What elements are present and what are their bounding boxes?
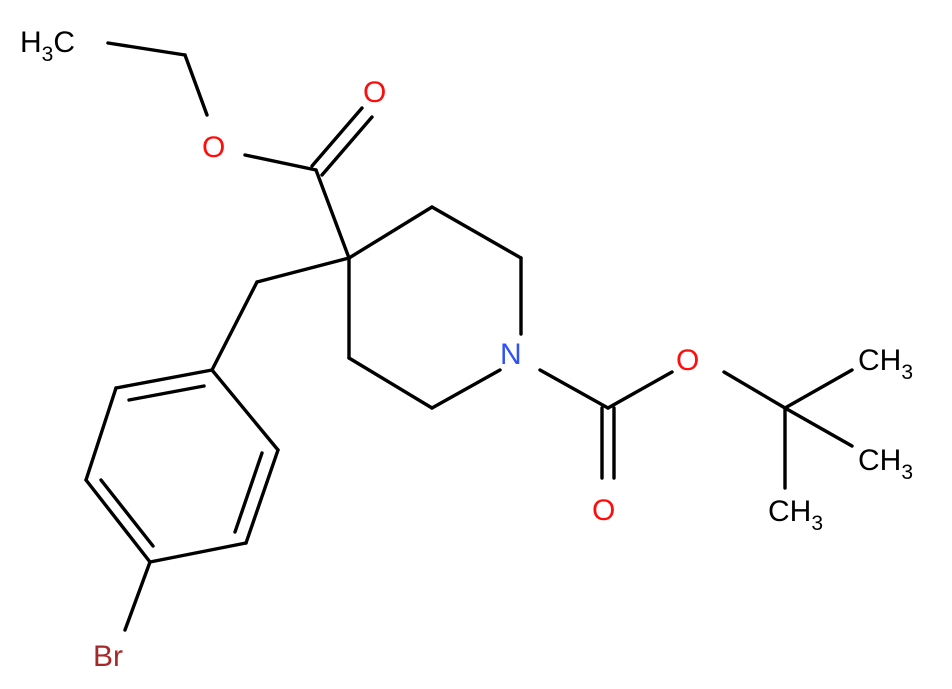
bond-tbu-me2: [783, 406, 854, 448]
bond-aryl-3-inner: [99, 478, 155, 548]
bond-ring-1: [347, 205, 434, 260]
atom-methyl-1-main: CH: [858, 344, 901, 377]
atom-carbonyl-oxygen-top: O: [363, 76, 386, 109]
atom-methyl-ethyl: H3C: [20, 26, 75, 66]
atom-carbonyl-oxygen-bottom: O: [592, 494, 615, 527]
atom-methyl-1-sub: 3: [901, 361, 913, 384]
atom-ester-oxygen: O: [202, 131, 225, 164]
atom-methyl-2-main: CH: [858, 444, 901, 477]
bond-aryl-4: [148, 541, 248, 564]
atom-labels: H3C O O N O O CH3 CH3 CH3 Br: [20, 26, 913, 673]
bond-o-tbu: [722, 370, 787, 410]
bond-carbonyl-o-double-a: [310, 106, 364, 168]
bond-aryl-5: [244, 448, 280, 545]
atom-methyl-ethyl-tail: C: [53, 26, 75, 59]
bond-aryl-br: [123, 560, 152, 632]
bond-ch2-aryl: [210, 280, 259, 372]
bond-aryl-1: [114, 368, 214, 390]
bond-aryl-2: [84, 386, 118, 482]
atom-methyl-2-sub: 3: [901, 461, 913, 484]
atom-nitrogen: N: [500, 338, 522, 371]
bonds: [84, 41, 854, 632]
atom-methyl-2: CH3: [858, 444, 913, 484]
atom-methyl-1: CH3: [858, 344, 913, 384]
bond-carbamate-o: [606, 370, 674, 410]
bond-ring-4: [430, 368, 502, 410]
bond-ring-2: [430, 205, 523, 260]
atom-methyl-ethyl-main: H: [20, 26, 42, 59]
bond-c4-ch2: [255, 256, 351, 284]
bond-aryl-5-inner: [233, 451, 264, 534]
atom-methyl-3-main: CH: [768, 495, 811, 528]
bond-ch2-o: [183, 53, 209, 117]
bond-aryl-6: [210, 368, 280, 452]
bond-tbu-me1: [783, 368, 854, 410]
atom-methyl-ethyl-sub: 3: [42, 43, 54, 66]
atom-methyl-3-sub: 3: [811, 512, 823, 535]
atom-bromine: Br: [93, 640, 123, 673]
bond-h3c-ch2: [106, 41, 187, 57]
bond-o-carbonyl: [243, 153, 318, 172]
bond-aryl-1-inner: [127, 384, 206, 402]
bond-carbonyl-o-double-b: [320, 115, 374, 177]
bond-aryl-3: [84, 478, 152, 564]
atom-carbamate-oxygen: O: [676, 344, 699, 377]
bond-n-carbamate: [538, 368, 610, 410]
atom-methyl-3: CH3: [768, 495, 823, 535]
bond-ring-5: [347, 356, 434, 410]
bond-carbonyl-c4: [314, 168, 351, 260]
